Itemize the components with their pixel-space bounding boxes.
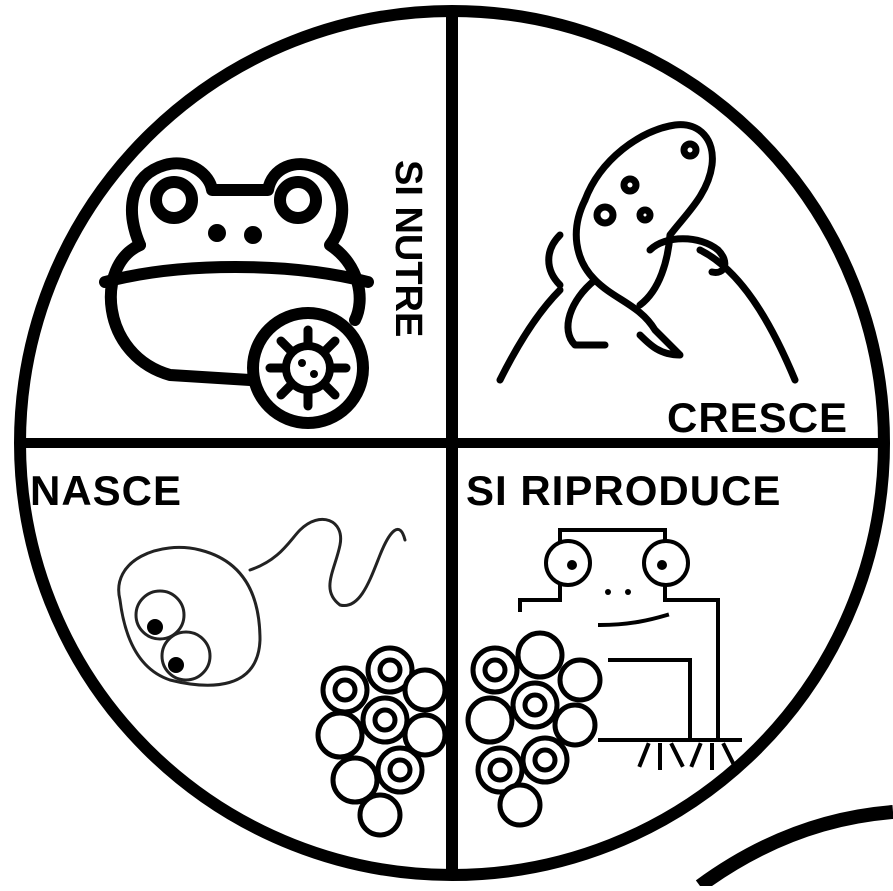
bacteria-icon — [253, 313, 363, 423]
frog-nostril — [208, 224, 226, 242]
frog-nostril — [605, 589, 611, 595]
frog-pupil — [657, 560, 667, 570]
tadpole-eye — [168, 657, 184, 673]
stage-label-si-riproduce: SI RIPRODUCE — [466, 470, 781, 512]
frog-nostril — [625, 589, 631, 595]
stage-label-nasce: NASCE — [30, 470, 182, 512]
next-wheel-edge — [700, 812, 893, 886]
frog-nostril — [244, 226, 262, 244]
frog-pupil — [567, 560, 577, 570]
stage-label-si-nutre: SI NUTRE — [389, 160, 427, 337]
stage-label-cresce: CRESCE — [667, 397, 848, 439]
tadpole-eye — [147, 619, 163, 635]
